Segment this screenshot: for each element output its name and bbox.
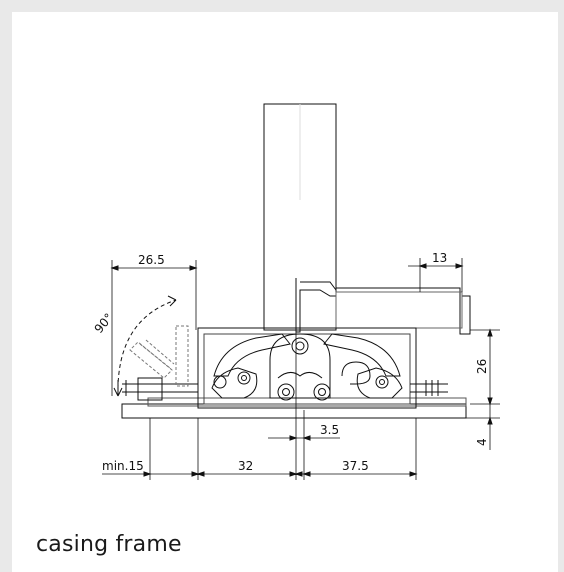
technical-drawing: 26.5 13 90° 26 4 3.5 min.15 32 37.5 <box>92 103 500 480</box>
dim-min-15: min.15 <box>102 459 144 473</box>
dim-26-5: 26.5 <box>138 253 165 267</box>
dim-37-5: 37.5 <box>342 459 369 473</box>
caption: casing frame <box>36 532 182 557</box>
dim-26: 26 <box>475 359 489 374</box>
right-cam <box>323 333 401 377</box>
dim-3-5: 3.5 <box>320 423 339 437</box>
dim-32: 32 <box>238 459 253 473</box>
dim-13: 13 <box>432 251 447 265</box>
open-position-ghost <box>129 325 189 387</box>
product-card: 26.5 13 90° 26 4 3.5 min.15 32 37.5 casi… <box>12 12 558 572</box>
hinge-body <box>197 327 417 409</box>
left-fixing <box>137 377 163 401</box>
frame-profile <box>295 278 471 335</box>
left-cam <box>213 333 291 377</box>
dim-4: 4 <box>475 438 489 446</box>
opening-arc <box>117 299 177 397</box>
centre-link <box>269 333 331 399</box>
